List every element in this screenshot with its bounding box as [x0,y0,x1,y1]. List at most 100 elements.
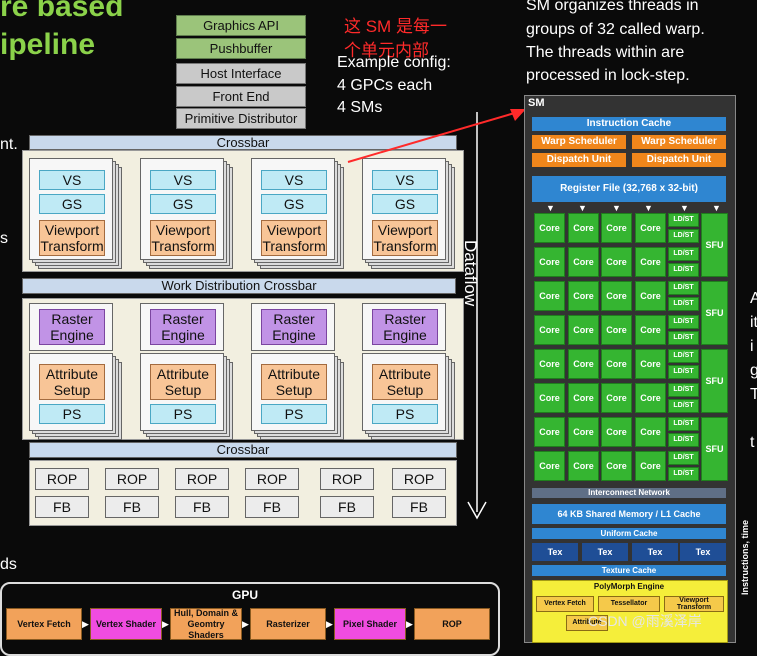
viewport-label: Viewport [44,222,100,238]
right-fragment-2: i [750,338,754,355]
setup-label: Setup [386,382,424,398]
gs-box-1: GS [150,194,216,214]
annotation-line2: 个单元内部 [344,41,429,60]
viewport-transform-box: Viewport Transform [664,596,724,612]
fb-box-2: FB [175,496,229,518]
core-6-2: Core [601,417,632,447]
ldst-5-a: LD/ST [668,383,699,397]
viewport-label: Viewport [377,222,433,238]
raster-label: Raster [384,311,426,327]
core-5-1: Core [568,383,599,413]
ldst-6-a: LD/ST [668,417,699,431]
ldst-0-a: LD/ST [668,213,699,227]
uniform-cache: Uniform Cache [532,528,726,539]
shared-memory: 64 KB Shared Memory / L1 Cache [532,504,726,524]
sm-desc-line1: SM organizes threads in [526,0,699,14]
vs-box-0: VS [39,170,105,190]
ldst-3-a: LD/ST [668,315,699,329]
setup-label: Setup [275,382,313,398]
left-fragment-b: s [0,230,8,247]
core-7-0: Core [534,451,565,481]
raster-label: Raster [162,311,204,327]
ldst-0-b: LD/ST [668,229,699,243]
red-arrow [347,109,526,163]
sfu-3: SFU [701,417,728,481]
gs-box-0: GS [39,194,105,214]
vertex-fetch-box: Vertex Fetch [536,596,594,612]
warp-scheduler-2: Warp Scheduler [632,135,726,149]
core-4-3: Core [635,349,666,379]
fb-box-0: FB [35,496,89,518]
viewport-label: Viewport [266,222,322,238]
core-5-2: Core [601,383,632,413]
ldst-2-b: LD/ST [668,297,699,311]
tessellator-box: Tessellator [598,596,660,612]
fb-box-4: FB [320,496,374,518]
engine-label: Engine [161,327,205,343]
crossbar-bottom: Crossbar [29,442,457,458]
attribute-label: Attribute [156,366,210,382]
attribute-label: Attribute [378,366,432,382]
right-fragment-0: A [750,290,757,307]
stage-arrow-icon: ▶ [82,619,89,629]
gpu-stage-2: Hull, Domain & Geomtry Shaders [170,608,242,640]
dispatch-unit-1: Dispatch Unit [532,153,626,167]
down-arrow-icon: ▼ [712,203,721,213]
dataflow-arrow [467,112,487,520]
ldst-7-b: LD/ST [668,467,699,481]
sm-desc-line3: The threads within are [526,44,685,61]
ldst-1-a: LD/ST [668,247,699,261]
primitive-distributor-box: Primitive Distributor [176,108,306,129]
core-5-0: Core [534,383,565,413]
core-3-2: Core [601,315,632,345]
core-4-1: Core [568,349,599,379]
example-line2: 4 GPCs each [337,77,433,94]
core-3-0: Core [534,315,565,345]
right-fragment-5: t [750,434,755,451]
host-interface-box: Host Interface [176,63,306,84]
ps-box-1: PS [150,404,216,424]
gpu-stage-0: Vertex Fetch [6,608,82,640]
sm-desc-line4: processed in lock-step. [526,67,690,84]
stage-arrow-icon: ▶ [242,619,249,629]
core-7-1: Core [568,451,599,481]
rop-box-2: ROP [175,468,229,490]
front-end-box: Front End [176,86,306,107]
interconnect-network: Interconnect Network [532,488,726,498]
graphics-api-box: Graphics API [176,15,306,36]
fb-box-5: FB [392,496,446,518]
annotation-line1: 这 SM 是每一 [344,17,447,36]
core-4-2: Core [601,349,632,379]
transform-label: Transform [373,238,437,254]
stage-arrow-icon: ▶ [162,619,169,629]
ldst-4-a: LD/ST [668,349,699,363]
rop-box-4: ROP [320,468,374,490]
heading-line2: ipeline [0,28,96,61]
core-3-1: Core [568,315,599,345]
sm-desc-line2: groups of 32 called warp. [526,21,705,38]
engine-label: Engine [272,327,316,343]
sfu-1: SFU [701,281,728,345]
attribute-label: Attribute [45,366,99,382]
core-7-3: Core [635,451,666,481]
polymorph-title: PolyMorph Engine [593,582,665,591]
heading-line1: re based [0,0,124,23]
down-arrow-icon: ▼ [578,203,587,213]
ps-box-0: PS [39,404,105,424]
instructions-time-label: Instructions, time [740,519,750,595]
sfu-2: SFU [701,349,728,413]
fb-box-1: FB [105,496,159,518]
sm-title: SM [528,97,545,109]
core-0-1: Core [568,213,599,243]
raster-label: Raster [51,311,93,327]
ldst-7-a: LD/ST [668,451,699,465]
attribute-label: Attribute [267,366,321,382]
vs-box-3: VS [372,170,438,190]
right-fragment-4: T [750,386,757,403]
